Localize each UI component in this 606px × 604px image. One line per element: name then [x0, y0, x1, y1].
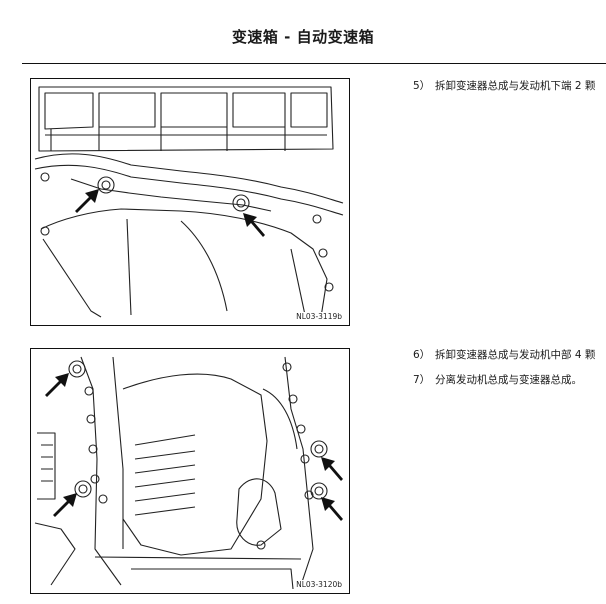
step-7: 7） 分离发动机总成与变速器总成。 — [413, 372, 606, 387]
header-divider — [22, 63, 606, 64]
illustration-middle-bolts: NL03-3120b — [30, 348, 350, 594]
step-text: 拆卸变速器总成与发动机下端 2 颗 — [435, 80, 596, 92]
page-title: 变速箱 - 自动变速箱 — [231, 28, 375, 46]
step-text: 分离发动机总成与变速器总成。 — [435, 374, 582, 386]
step-5: 5） 拆卸变速器总成与发动机下端 2 颗 — [413, 78, 606, 93]
step-6: 6） 拆卸变速器总成与发动机中部 4 颗 — [413, 347, 606, 362]
step-text: 拆卸变速器总成与发动机中部 4 颗 — [435, 349, 596, 361]
drawing-transmission-lower — [34, 86, 344, 318]
illustration-lower-bolts: NL03-3119b — [30, 78, 350, 326]
figure-code: NL03-3120b — [295, 580, 343, 589]
step-number: 5） — [413, 80, 431, 92]
step-number: 7） — [413, 374, 431, 386]
figure-code: NL03-3119b — [295, 312, 343, 321]
drawing-transmission-middle — [34, 356, 343, 590]
step-number: 6） — [413, 349, 431, 361]
